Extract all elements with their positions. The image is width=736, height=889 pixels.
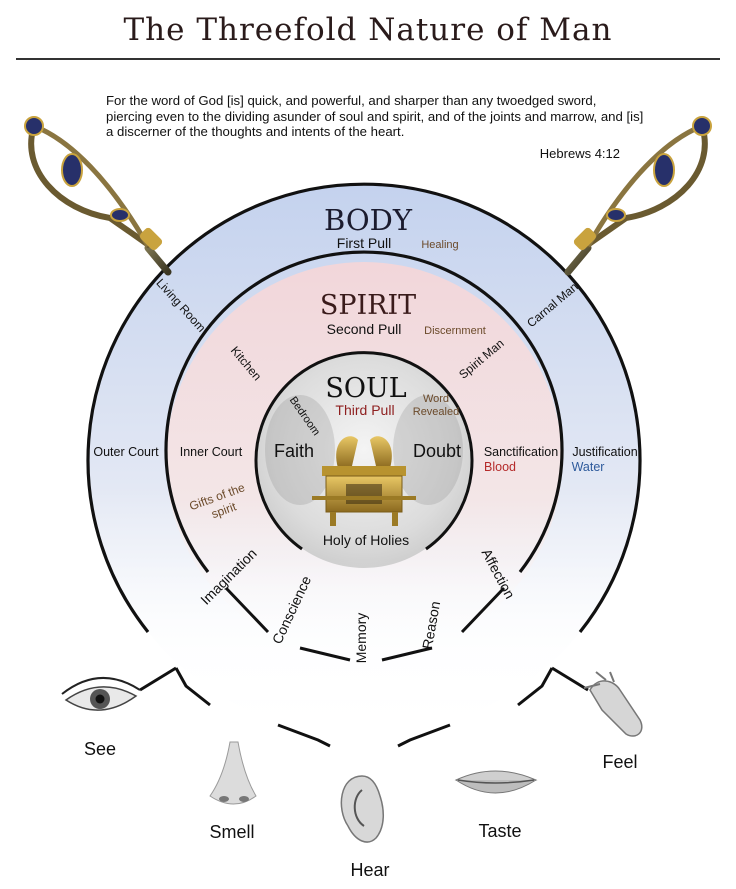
body-left-mid-label: Outer Court [93, 445, 159, 459]
spirit-right-mid-label: Sanctification [484, 445, 558, 459]
sense-feel: Feel [602, 752, 637, 772]
soul-note-line1: Word [423, 393, 449, 405]
doubt-label: Doubt [413, 441, 461, 461]
spirit-note: Discernment [424, 325, 486, 337]
nose-illustration [209, 741, 257, 805]
soul-pull: Third Pull [335, 402, 394, 418]
scripture-verse: For the word of God [is] quick, and powe… [106, 93, 644, 139]
faith-label: Faith [274, 441, 314, 461]
sense-smell: Smell [209, 822, 254, 842]
soul-ring-outline [254, 351, 474, 551]
body-note: Healing [421, 239, 458, 251]
body-pull: First Pull [337, 235, 391, 251]
holy-of-holies-label: Holy of Holies [323, 532, 409, 548]
scripture-reference: Hebrews 4:12 [539, 146, 620, 161]
faculty-sense-connectors [139, 586, 589, 748]
left-sword-illustration [24, 116, 172, 276]
page-title: The Threefold Nature of Man [123, 12, 613, 48]
faculty-memory: Memory [353, 613, 369, 664]
soul-note-line2: Revealed [413, 406, 459, 418]
body-right-mid-label: Justification [572, 445, 637, 459]
right-sword-illustration [564, 116, 712, 276]
soul-title: SOUL [325, 373, 406, 404]
bottom-fade [0, 560, 736, 700]
sense-hear: Hear [350, 860, 389, 880]
spirit-title: SPIRIT [320, 290, 416, 321]
soul-core-fill [256, 352, 472, 568]
eye-illustration [61, 677, 141, 711]
ark-of-covenant-illustration [312, 436, 416, 526]
body-title: BODY [324, 203, 413, 237]
sense-taste: Taste [478, 821, 521, 841]
hand-illustration [583, 671, 643, 737]
spirit-ring-outline [164, 250, 564, 573]
core-faces-illustration [265, 395, 463, 505]
spirit-left-mid-label: Inner Court [180, 445, 243, 459]
mouth-illustration [454, 770, 538, 794]
sense-see: See [84, 739, 116, 759]
ear-illustration [340, 775, 384, 843]
title-divider [16, 58, 720, 60]
spirit-pull: Second Pull [327, 321, 402, 337]
spirit-right-mid-sub: Blood [484, 460, 516, 474]
body-ring-outline [86, 182, 642, 633]
body-right-mid-sub: Water [572, 460, 605, 474]
